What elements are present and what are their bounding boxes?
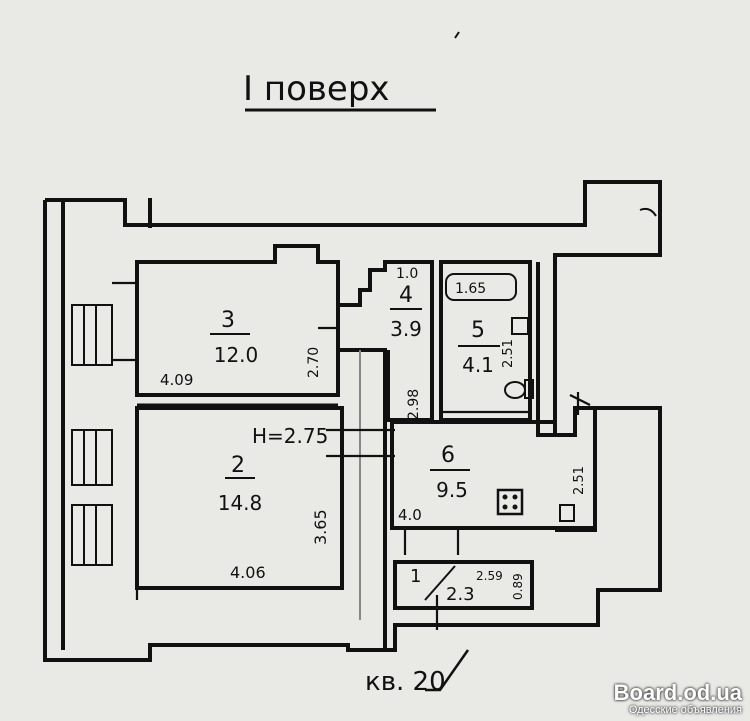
stove-icon — [496, 488, 524, 516]
room-5-depth: 2.51 — [501, 339, 516, 368]
site-watermark: Board.od.ua Одесские объявления — [614, 682, 742, 717]
room-5: 1.65 5 4.1 2.51 — [439, 260, 534, 422]
room-1-number: 1 — [410, 566, 421, 587]
room-4-top-dim: 1.0 — [396, 266, 418, 282]
room-5-number: 5 — [471, 318, 485, 343]
corridor-walls — [326, 348, 395, 650]
room-1-area: 2.3 — [446, 584, 475, 605]
room-4-number: 4 — [399, 283, 413, 308]
room-3-number: 3 — [221, 308, 235, 333]
room-3-area: 12.0 — [214, 343, 259, 367]
height-note: H=2.75 — [252, 424, 328, 448]
room-6-depth: 2.51 — [572, 466, 587, 495]
room-2: H=2.75 2 14.8 4.06 3.65 — [135, 406, 344, 600]
room-1: 1 2.3 2.59 0.89 — [393, 530, 534, 630]
room-3-depth: 2.70 — [306, 347, 322, 378]
room-6-area: 9.5 — [436, 478, 468, 502]
windows-left — [71, 304, 113, 566]
room-1-width: 2.59 — [476, 569, 503, 583]
room-2-area: 14.8 — [218, 491, 263, 515]
room-3-width: 4.09 — [160, 371, 193, 389]
room-1-depth: 0.89 — [511, 573, 525, 600]
sink-icon — [511, 317, 529, 335]
watermark-site: Board.od.ua — [613, 680, 742, 705]
room-2-width: 4.06 — [230, 563, 266, 582]
room-4-area: 3.9 — [390, 317, 422, 341]
room-6: 6 9.5 4.0 2.51 — [390, 392, 597, 530]
floor-title: I поверх — [243, 69, 390, 109]
room-6-number: 6 — [441, 443, 455, 468]
kitchen-sink-icon — [559, 504, 575, 522]
room-4-depth: 2.98 — [406, 389, 422, 420]
room-3: 3 12.0 4.09 2.70 — [112, 244, 340, 407]
room-2-number: 2 — [231, 453, 245, 478]
room-5-top-dim: 1.65 — [455, 281, 486, 297]
room-5-area: 4.1 — [462, 353, 494, 377]
outer-walls — [43, 180, 662, 662]
room-6-width: 4.0 — [398, 506, 422, 524]
room-2-depth: 3.65 — [311, 509, 330, 545]
watermark-tagline: Одесские объявления — [628, 704, 742, 716]
toilet-icon — [504, 381, 526, 399]
apartment-label: кв. 20 — [365, 667, 446, 697]
bathtub-icon — [445, 273, 517, 301]
